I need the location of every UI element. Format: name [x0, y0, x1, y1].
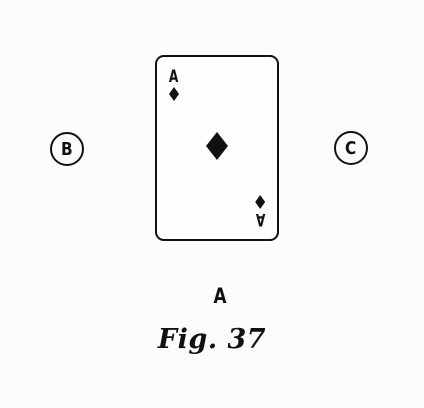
card-corner-bottom-right: A	[254, 195, 267, 229]
position-label-c: C	[334, 131, 368, 165]
diamond-icon	[206, 132, 228, 164]
card-corner-top-left: A	[167, 69, 180, 101]
diamond-icon	[255, 195, 266, 209]
position-label-c-text: C	[345, 137, 357, 159]
card-rank-top: A	[168, 67, 179, 87]
card-rank-bottom: A	[255, 209, 266, 229]
position-label-b-text: B	[61, 138, 73, 160]
figure-caption: Fig. 37	[157, 324, 267, 355]
position-label-b: B	[50, 132, 84, 166]
playing-card-ace-of-diamonds: A A	[155, 55, 279, 241]
diamond-icon	[168, 87, 179, 101]
position-label-a: A	[213, 284, 227, 308]
